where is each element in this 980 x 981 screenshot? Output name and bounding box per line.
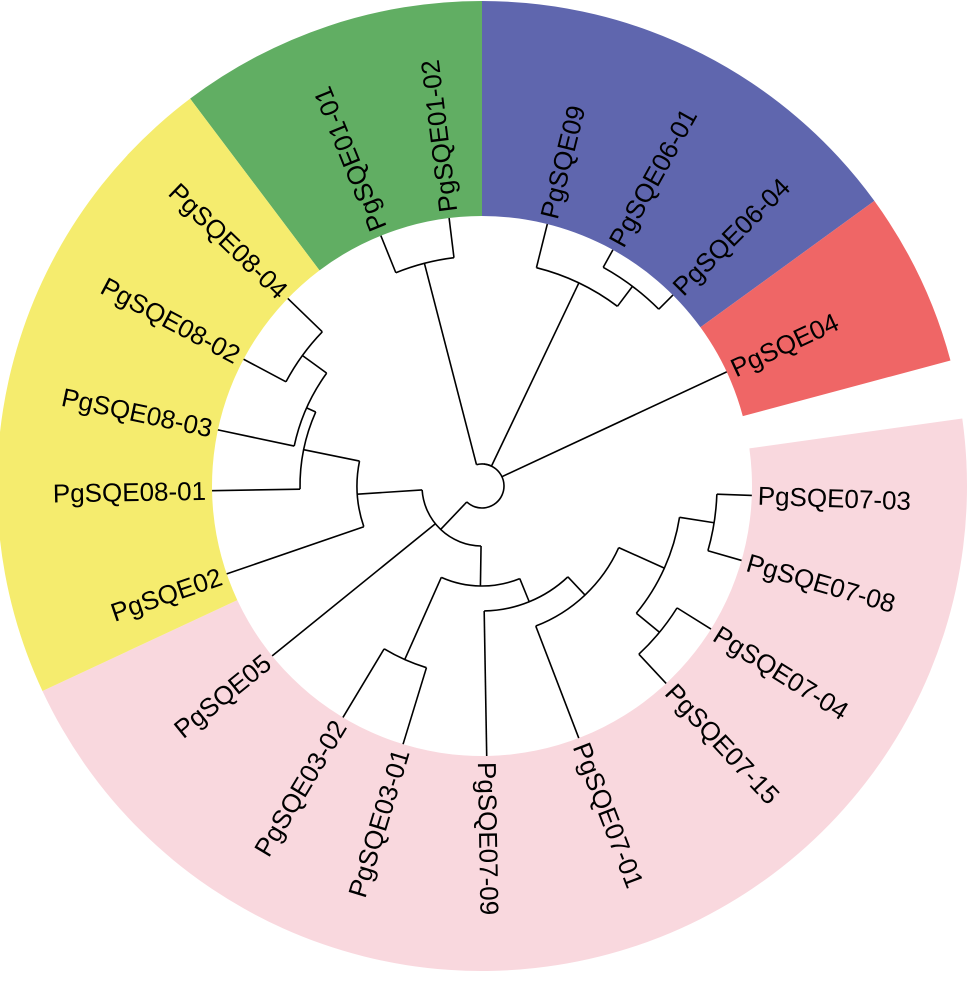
node-arc [635,517,681,614]
node-arc [293,372,328,447]
clade-pink-band [42,418,967,972]
leaf-branch [707,550,742,562]
leaf-branch [448,217,455,258]
leaf-branch [217,429,295,447]
leaf-branch [716,493,752,497]
leaf-branch [483,610,488,756]
internal-branch [618,546,665,569]
leaf-branch [271,523,436,657]
leaf-branch [535,625,580,739]
clade-red-band [700,200,951,417]
internal-branch [301,354,328,374]
leaf-branch [535,223,549,268]
leaf-branch [638,653,667,685]
clade-color-bands [0,1,967,972]
leaf-label-pgsqe08-01: PgSQE08-01 [53,476,207,509]
internal-branch [403,577,443,660]
leaf-branch [212,488,301,492]
internal-branch [616,285,634,307]
internal-branch [479,545,482,587]
clade-blue-band [482,1,875,328]
leaf-branch [402,667,428,745]
leaf-branch [676,607,712,630]
node-arc [536,266,618,307]
node-arc [638,607,678,655]
leaf-branch [380,235,397,274]
internal-branch [303,448,360,462]
leaf-branch [342,648,385,718]
node-arc [466,463,505,509]
node-arc [535,547,620,627]
tree-branches [212,217,752,756]
leaf-label-pgsqe07-03: PgSQE07-03 [757,481,911,516]
node-arc [421,489,482,547]
leaf-branch [226,525,365,575]
node-arc [441,576,521,587]
internal-branch [357,489,423,495]
leaf-label-pgsqe07-09: PgSQE07-09 [472,762,505,916]
leaf-branch [658,294,674,310]
node-arc [395,256,455,274]
internal-branch [635,612,660,633]
internal-branch [490,291,576,467]
node-arc [484,576,569,612]
internal-branch [567,576,586,596]
internal-branch [679,516,715,524]
leaf-branch [501,371,728,478]
node-arc [299,411,317,490]
clade-yellow-band [0,98,320,691]
internal-branch [573,282,580,293]
node-arc [356,460,365,527]
leaf-branch [243,358,287,383]
leaf-branch [287,297,323,333]
leaf-branch [602,249,614,268]
internal-branch [423,263,478,465]
clade-green-band [190,1,482,271]
internal-branch [519,578,530,603]
node-arc [383,648,427,669]
internal-branch [306,407,317,413]
internal-branch [440,503,466,531]
node-arc [707,494,718,551]
internal-branch [464,501,468,505]
node-arc [602,266,660,310]
node-arc [285,331,323,383]
